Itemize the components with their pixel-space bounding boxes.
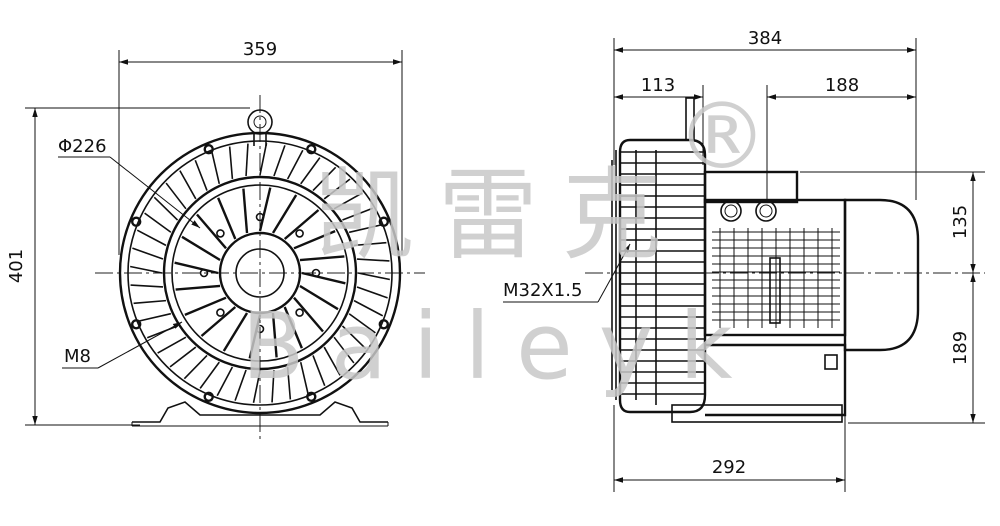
upper-height-label: 135 [950,205,971,239]
leader-m8: M8 [62,321,183,369]
watermark: ® 凯雷克 Baileyk [242,83,768,400]
bolt-label: M8 [64,346,91,367]
watermark-registered-mark: ® [676,83,768,190]
blower-housing [611,138,707,414]
right-offset-label: 188 [825,75,859,96]
motor-body [671,170,920,423]
hub-bolt-holes [199,212,321,334]
watermark-chinese-text: 凯雷克 [314,157,686,274]
front-height-label: 401 [6,249,27,283]
lifting-eye [247,109,273,146]
dimension-188: 188 [766,75,916,200]
dimension-135: 135 [800,171,985,273]
dimension-292: 292 [613,405,846,492]
dimension-384: 384 [613,28,917,200]
hub-outer [218,231,302,315]
front-width-label: 359 [243,39,277,60]
impeller-outline [162,175,358,371]
lower-height-label: 189 [950,331,971,365]
housing-bolt-lugs [131,144,389,402]
hub-inner [235,248,285,298]
housing-fins [130,143,390,403]
side-view: M32X1.5 384 113 188 135 [503,28,985,492]
dimension-359: 359 [118,39,403,255]
impeller-ring [171,184,349,362]
dimension-189: 189 [848,273,985,424]
left-offset-label: 113 [641,75,675,96]
watermark-latin-text: Baileyk [242,293,759,400]
leader-thread: M32X1.5 [503,243,631,303]
dimension-401: 401 [6,107,250,426]
total-length-label: 384 [748,28,782,49]
housing-rim [127,140,393,406]
front-view: 359 401 Φ226 M8 [6,39,425,440]
base-length-label: 292 [712,457,746,478]
thread-label: M32X1.5 [503,280,582,301]
leader-diameter: Φ226 [58,136,201,229]
housing-outline [118,131,402,415]
diameter-label: Φ226 [58,136,107,157]
mounting-base [131,401,389,427]
dimension-113: 113 [614,75,704,165]
impeller-spokes [174,187,346,359]
